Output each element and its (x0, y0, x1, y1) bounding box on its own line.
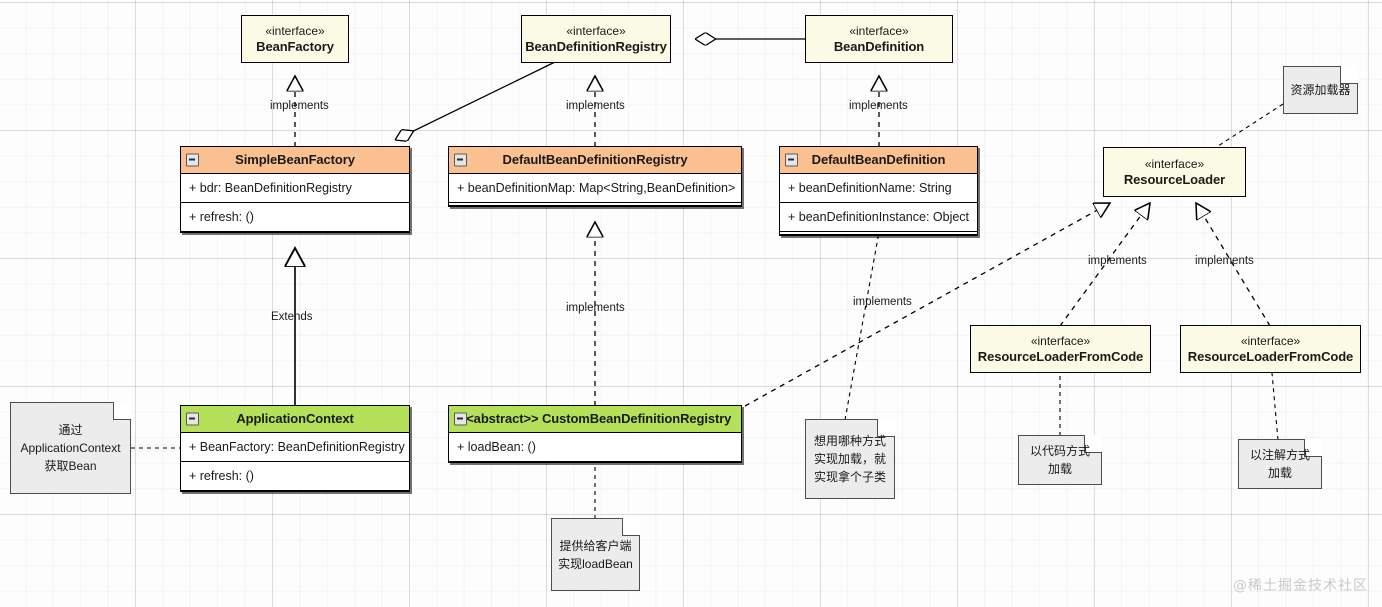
note-text: 资源加载器 (1290, 83, 1351, 97)
class-name: DefaultBeanDefinitionRegistry (502, 152, 688, 167)
collapse-icon[interactable] (785, 153, 798, 167)
note-applicationcontext[interactable]: 通过ApplicationContext获取Bean (10, 402, 131, 494)
class-simplebeanfactory[interactable]: SimpleBeanFactory + bdr: BeanDefinitionR… (180, 146, 410, 233)
class-section-divider (449, 203, 741, 206)
edge-label-implements-rl-right: implements (1195, 255, 1254, 267)
class-attribute: + beanDefinitionMap: Map<String,BeanDefi… (449, 174, 741, 203)
note-code-loader[interactable]: 以代码方式加载 (1018, 435, 1102, 485)
class-applicationcontext[interactable]: ApplicationContext + BeanFactory: BeanDe… (180, 405, 410, 492)
note-text: 提供给客户端实现loadBean (558, 538, 633, 571)
interface-name: ResourceLoader (1123, 172, 1226, 187)
stereotype-label: «interface» (1144, 157, 1205, 171)
collapse-icon[interactable] (454, 412, 467, 426)
stereotype-label: «interface» (566, 24, 626, 38)
class-header[interactable]: SimpleBeanFactory (181, 147, 409, 174)
class-custombeandefinitionregistry[interactable]: <<abstract>> CustomBeanDefinitionRegistr… (448, 405, 742, 463)
note-text: 通过ApplicationContext获取Bean (20, 423, 121, 473)
class-attribute: + beanDefinitionInstance: Object (780, 203, 977, 232)
class-header[interactable]: DefaultBeanDefinitionRegistry (449, 147, 741, 174)
class-header[interactable]: DefaultBeanDefinition (780, 147, 977, 174)
class-attribute: + beanDefinitionName: String (780, 174, 977, 203)
note-fold-icon (1084, 435, 1102, 453)
watermark: @稀土掘金技术社区 (1233, 578, 1368, 594)
note-text: 以代码方式加载 (1029, 444, 1090, 476)
note-annotation-loader[interactable]: 以注解方式加载 (1238, 439, 1322, 489)
stereotype-label: «interface» (265, 24, 325, 38)
interface-beanfactory[interactable]: «interface» BeanFactory (241, 15, 349, 63)
note-fold-icon (1304, 439, 1322, 457)
edge-label-implements-beandefinition: implements (849, 100, 908, 112)
note-fold-icon (113, 402, 131, 420)
collapse-icon[interactable] (186, 412, 199, 426)
interface-resourceloaderfromcode-right[interactable]: «interface» ResourceLoaderFromCode (1180, 325, 1361, 373)
interface-beandefinitionregistry[interactable]: «interface» BeanDefinitionRegistry (521, 15, 671, 63)
class-method: + refresh: () (181, 462, 409, 491)
interface-name: BeanFactory (256, 39, 334, 54)
stereotype-label: «interface» (1240, 334, 1301, 348)
edge-label-extends-applicationcontext: Extends (271, 311, 313, 323)
class-attribute: + BeanFactory: BeanDefinitionRegistry (181, 433, 409, 462)
class-method: + refresh: () (181, 203, 409, 232)
note-loadbean[interactable]: 提供给客户端实现loadBean (551, 518, 640, 591)
interface-name: BeanDefinition (833, 39, 925, 54)
edge-label-implements-bdr: implements (566, 100, 625, 112)
interface-resourceloader[interactable]: «interface» ResourceLoader (1103, 147, 1246, 197)
note-text: 以注解方式加载 (1249, 448, 1310, 480)
note-fold-icon (1340, 66, 1358, 84)
collapse-icon[interactable] (454, 153, 467, 167)
edge-label-implements-rl-left: implements (1088, 255, 1147, 267)
interface-name: ResourceLoaderFromCode (977, 349, 1144, 364)
stereotype-label: «interface» (849, 24, 909, 38)
edge-label-implements-resourceloader-long: implements (853, 296, 912, 308)
class-defaultbeandefinitionregistry[interactable]: DefaultBeanDefinitionRegistry + beanDefi… (448, 146, 742, 207)
note-fold-icon (877, 419, 895, 437)
class-name: DefaultBeanDefinition (811, 152, 946, 167)
interface-name: ResourceLoaderFromCode (1187, 349, 1354, 364)
class-name: <<abstract>> CustomBeanDefinitionRegistr… (458, 411, 732, 426)
class-name: ApplicationContext (236, 411, 354, 426)
collapse-icon[interactable] (186, 153, 199, 167)
edge-label-implements-beanfactory: implements (270, 100, 329, 112)
class-attribute: + bdr: BeanDefinitionRegistry (181, 174, 409, 203)
note-subclass[interactable]: 想用哪种方式实现加载，就实现拿个子类 (805, 419, 895, 499)
note-resourceloader[interactable]: 资源加载器 (1283, 66, 1358, 114)
interface-beandefinition[interactable]: «interface» BeanDefinition (805, 15, 953, 63)
class-header[interactable]: <<abstract>> CustomBeanDefinitionRegistr… (449, 406, 741, 433)
interface-resourceloaderfromcode-left[interactable]: «interface» ResourceLoaderFromCode (970, 325, 1151, 373)
interface-name: BeanDefinitionRegistry (525, 39, 667, 54)
stereotype-label: «interface» (1030, 334, 1091, 348)
note-text: 想用哪种方式实现加载，就实现拿个子类 (813, 434, 886, 484)
class-section-divider (780, 232, 977, 235)
note-fold-icon (622, 518, 640, 536)
class-header[interactable]: ApplicationContext (181, 406, 409, 433)
class-method: + loadBean: () (449, 433, 741, 462)
edge-label-implements-customregistry: implements (566, 302, 625, 314)
class-defaultbeandefinition[interactable]: DefaultBeanDefinition + beanDefinitionNa… (779, 146, 978, 236)
class-name: SimpleBeanFactory (235, 152, 355, 167)
